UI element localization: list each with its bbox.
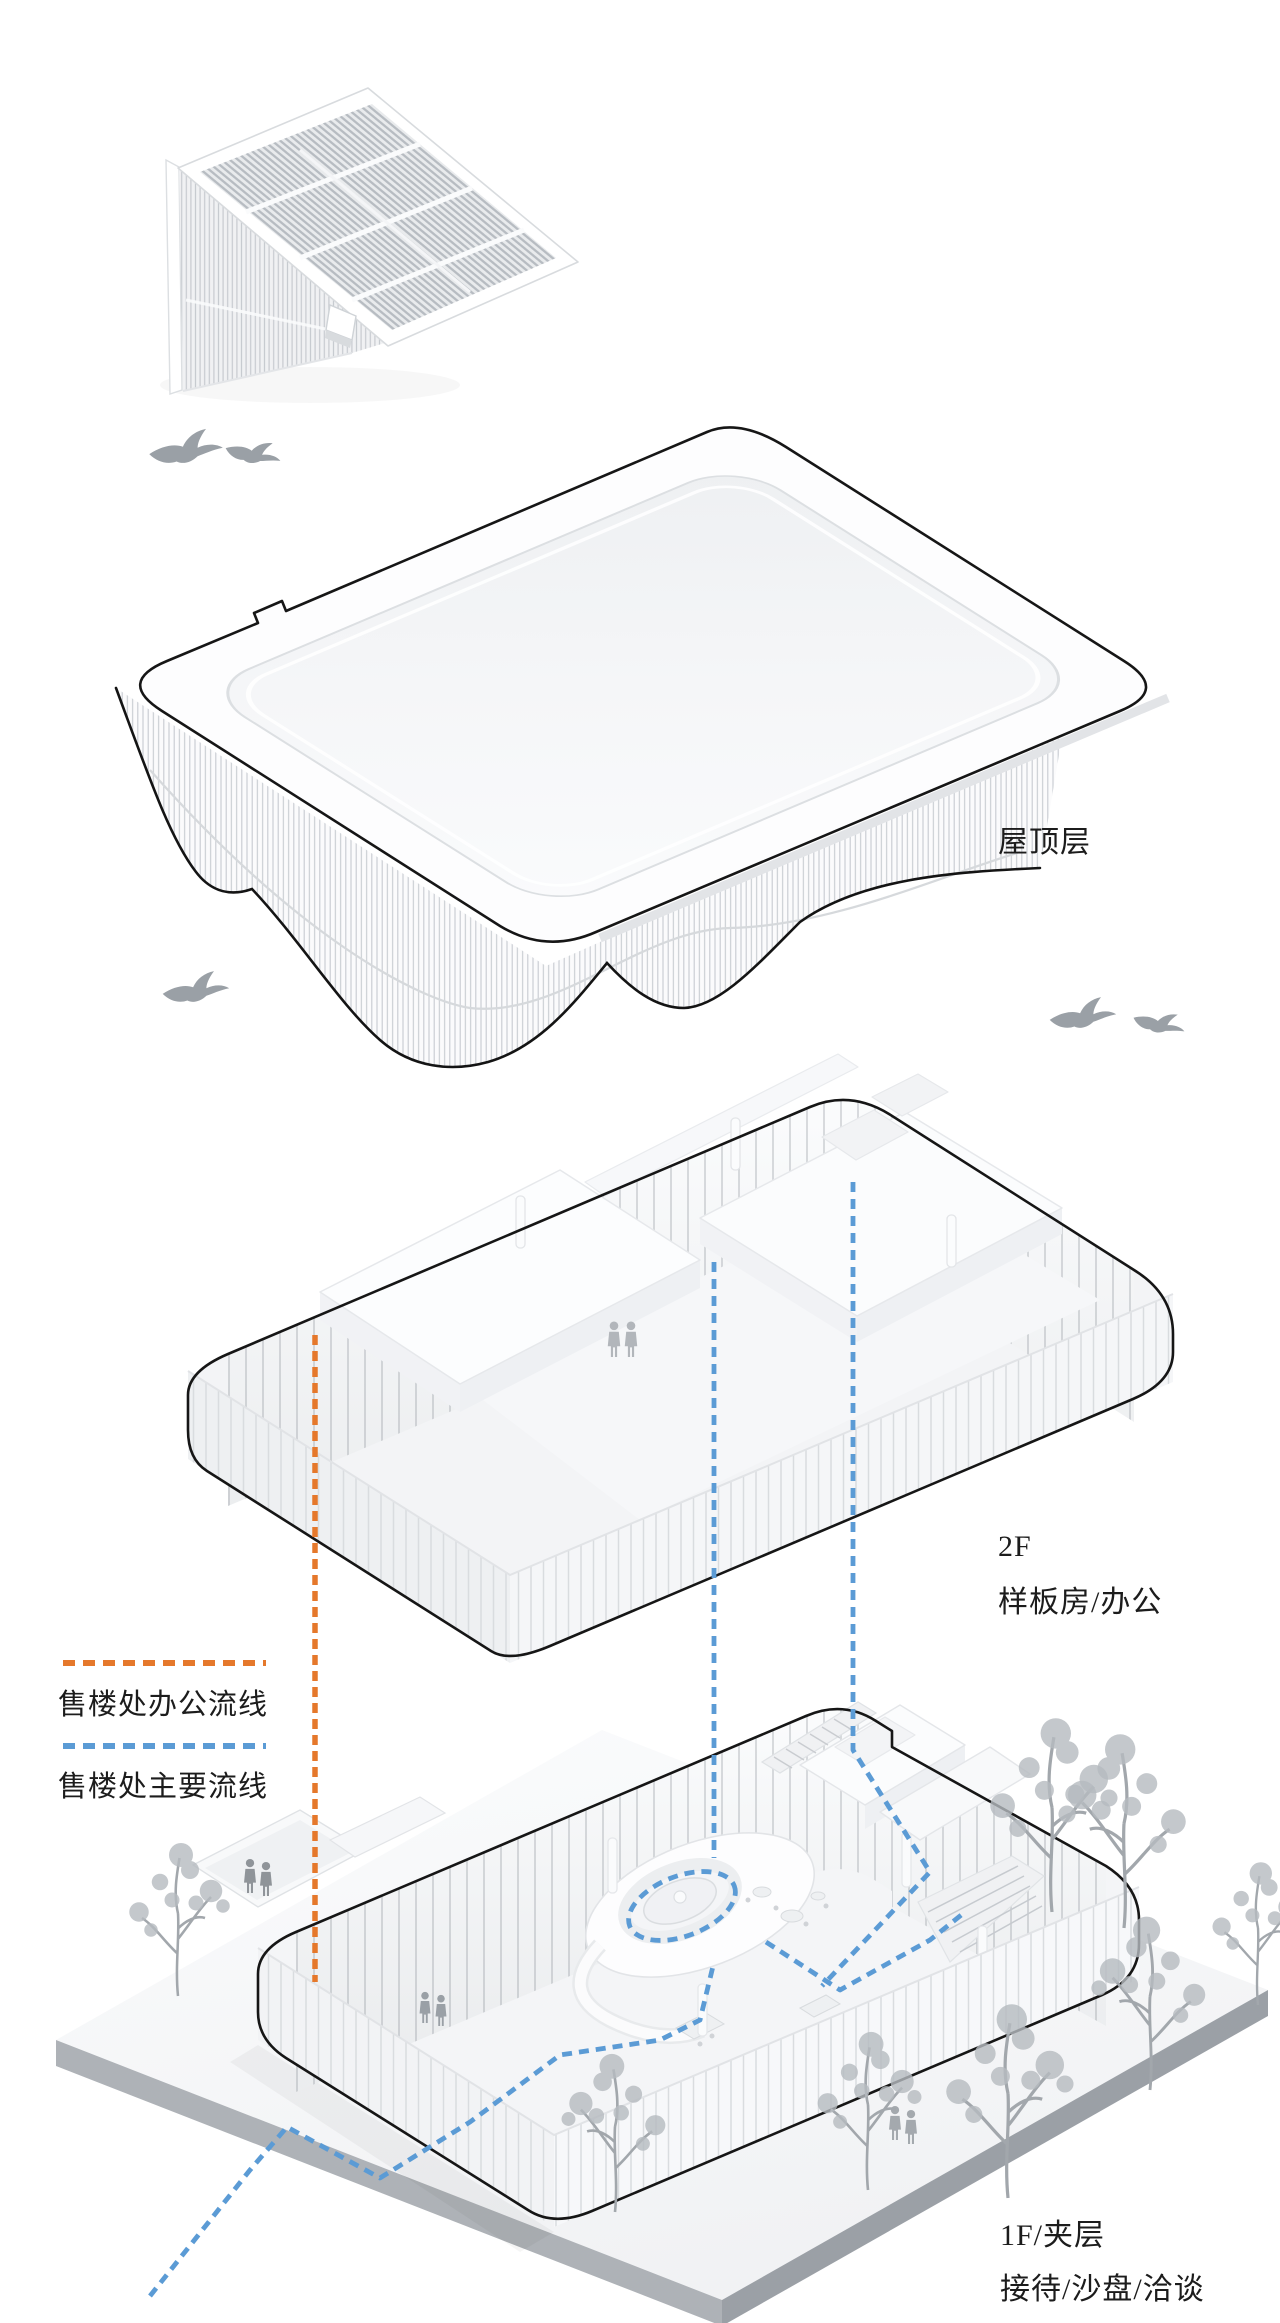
roof-level bbox=[114, 426, 1170, 1069]
2f-label-line2: 样板房/办公 bbox=[998, 1586, 1162, 1619]
bird-icon bbox=[1131, 1000, 1190, 1042]
legend: 售楼处办公流线 售楼处主要流线 bbox=[58, 1660, 268, 1803]
bird-icon bbox=[162, 971, 230, 1002]
bird-icon bbox=[223, 429, 285, 472]
roof-label: 屋顶层 bbox=[998, 826, 1091, 859]
louver-canopy-icon bbox=[165, 87, 579, 395]
floor-2f bbox=[186, 1053, 1175, 1663]
legend-office-label: 售楼处办公流线 bbox=[58, 1688, 268, 1721]
main-circulation-line bbox=[148, 1182, 967, 2298]
floor-1f bbox=[191, 1701, 1141, 2227]
1f-label-line1: 1F/夹层 bbox=[1000, 2219, 1105, 2252]
bird-icon bbox=[1049, 997, 1117, 1028]
bird-icon bbox=[149, 428, 223, 463]
2f-label-line1: 2F bbox=[998, 1530, 1032, 1563]
1f-label-line2: 接待/沙盘/洽谈 bbox=[1000, 2273, 1205, 2306]
legend-main-label: 售楼处主要流线 bbox=[58, 1770, 268, 1803]
